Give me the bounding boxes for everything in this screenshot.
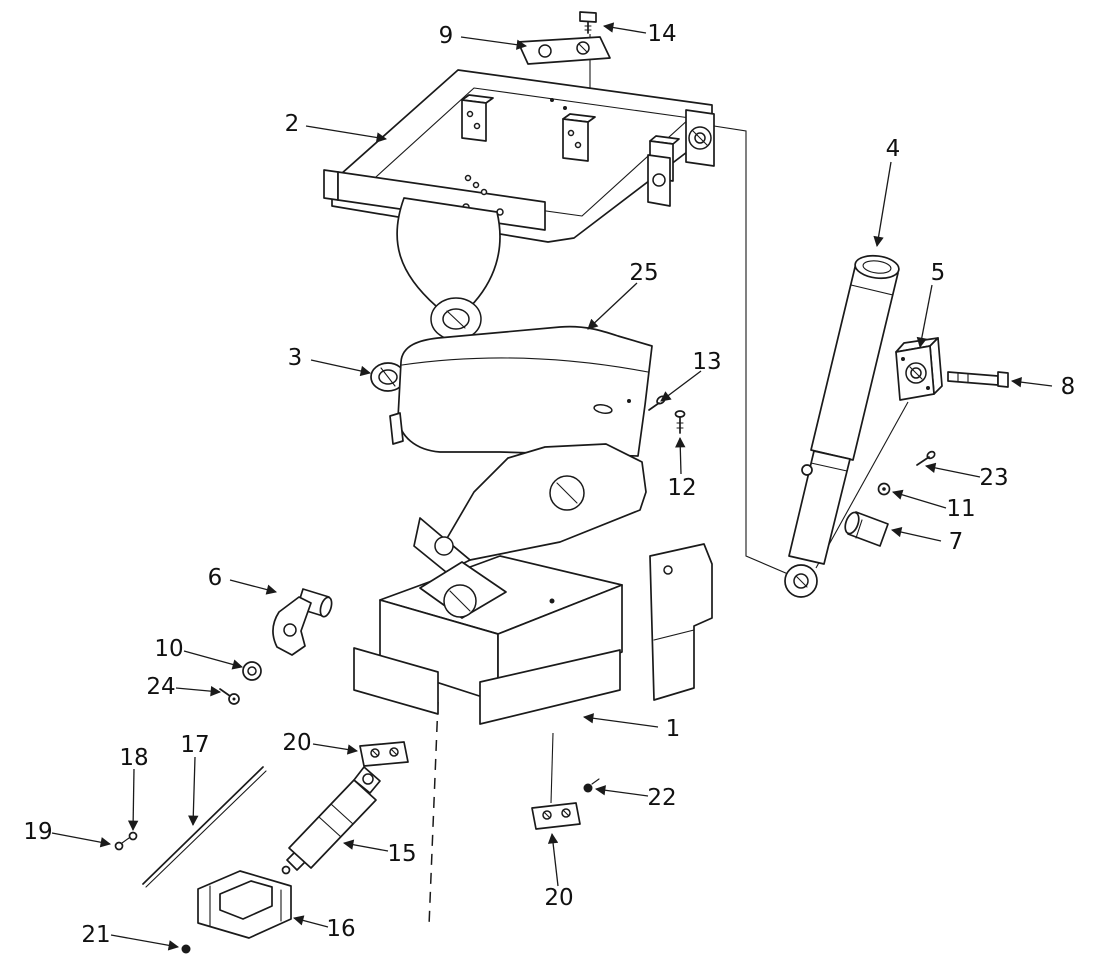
callout-10: 10 bbox=[154, 636, 183, 662]
torsion-rod-part-17 bbox=[142, 766, 267, 888]
leader-20b bbox=[547, 832, 559, 887]
callout-labels: 9 14 2 4 25 5 13 3 8 12 23 11 7 6 10 24 … bbox=[23, 21, 1075, 948]
ball-stud-part-22 bbox=[583, 778, 600, 793]
screw-part-13 bbox=[648, 395, 666, 411]
gas-spring-part-15 bbox=[281, 766, 381, 875]
mount-plate-part-9 bbox=[517, 36, 611, 65]
callout-1: 1 bbox=[666, 716, 681, 742]
mount-block-part-5 bbox=[895, 337, 943, 401]
callout-15: 15 bbox=[387, 841, 416, 867]
leader-10 bbox=[183, 650, 244, 670]
screw-part-23 bbox=[916, 450, 936, 466]
clevis-part-6 bbox=[272, 588, 333, 656]
callout-12: 12 bbox=[667, 475, 696, 501]
leader-20a bbox=[312, 743, 359, 755]
bolt-part-14 bbox=[579, 11, 597, 34]
leader-19 bbox=[51, 832, 112, 848]
clamp-plate-part-20-right bbox=[531, 802, 581, 830]
leader-23 bbox=[924, 462, 981, 478]
leader-2 bbox=[305, 125, 388, 143]
callout-22: 22 bbox=[647, 785, 676, 811]
callout-24: 24 bbox=[146, 674, 175, 700]
top-frame-part-2 bbox=[323, 69, 715, 341]
leader-12 bbox=[675, 436, 686, 475]
clip-part-19 bbox=[114, 837, 130, 851]
callout-20-right: 20 bbox=[544, 885, 573, 911]
leader-1 bbox=[582, 713, 659, 728]
washer-part-10 bbox=[242, 661, 262, 681]
leader-4 bbox=[873, 161, 892, 248]
leader-18 bbox=[127, 768, 139, 832]
cover-panel-part-25 bbox=[389, 325, 653, 457]
callout-3: 3 bbox=[288, 345, 303, 371]
callout-14: 14 bbox=[647, 21, 676, 47]
leader-25 bbox=[587, 282, 638, 330]
leader-24 bbox=[175, 685, 222, 697]
leader-11 bbox=[892, 489, 947, 509]
leader-14 bbox=[602, 22, 647, 34]
callout-21: 21 bbox=[81, 922, 110, 948]
hidden-assembly-axis bbox=[428, 701, 439, 927]
callout-18: 18 bbox=[119, 745, 148, 771]
callout-6: 6 bbox=[208, 565, 223, 591]
callout-19: 19 bbox=[23, 819, 52, 845]
callout-13: 13 bbox=[692, 349, 721, 375]
callout-20-left: 20 bbox=[282, 730, 311, 756]
callout-7: 7 bbox=[949, 529, 964, 555]
leader-7 bbox=[890, 526, 942, 542]
lower-assembly-part-1 bbox=[353, 443, 713, 725]
pin-part-8 bbox=[947, 371, 1009, 388]
pin-part-24 bbox=[219, 688, 240, 705]
side-plate bbox=[649, 543, 713, 701]
callout-17: 17 bbox=[180, 732, 209, 758]
leader-17 bbox=[188, 756, 199, 827]
shock-absorber-part-4 bbox=[784, 254, 900, 598]
leader-3 bbox=[310, 359, 372, 377]
valve-fitting bbox=[801, 464, 813, 476]
bushing-part-7 bbox=[844, 511, 889, 547]
leader-21 bbox=[110, 934, 180, 951]
clamp-plate-part-20-left bbox=[359, 741, 409, 767]
leader-5 bbox=[916, 284, 933, 349]
callout-16: 16 bbox=[326, 916, 355, 942]
callout-25: 25 bbox=[629, 260, 658, 286]
leader-13 bbox=[660, 370, 702, 402]
ball-part-21 bbox=[181, 944, 191, 954]
callout-2: 2 bbox=[285, 111, 300, 137]
callout-5: 5 bbox=[931, 260, 946, 286]
leader-8 bbox=[1010, 377, 1053, 388]
leader-lines bbox=[51, 22, 1053, 951]
leader-16 bbox=[292, 915, 329, 928]
leader-15 bbox=[342, 839, 389, 852]
leader-22 bbox=[594, 785, 649, 797]
callout-11: 11 bbox=[946, 496, 975, 522]
callout-4: 4 bbox=[886, 136, 901, 162]
callout-9: 9 bbox=[439, 23, 454, 49]
pin-part-11 bbox=[877, 482, 891, 496]
pin-part-18 bbox=[128, 831, 138, 841]
callout-23: 23 bbox=[979, 465, 1008, 491]
callout-8: 8 bbox=[1061, 374, 1076, 400]
leader-9 bbox=[460, 36, 528, 50]
leader-6 bbox=[229, 579, 278, 595]
screw-part-12 bbox=[674, 410, 686, 434]
pivot-arm bbox=[396, 174, 501, 341]
channel-bracket-part-16 bbox=[197, 870, 292, 939]
